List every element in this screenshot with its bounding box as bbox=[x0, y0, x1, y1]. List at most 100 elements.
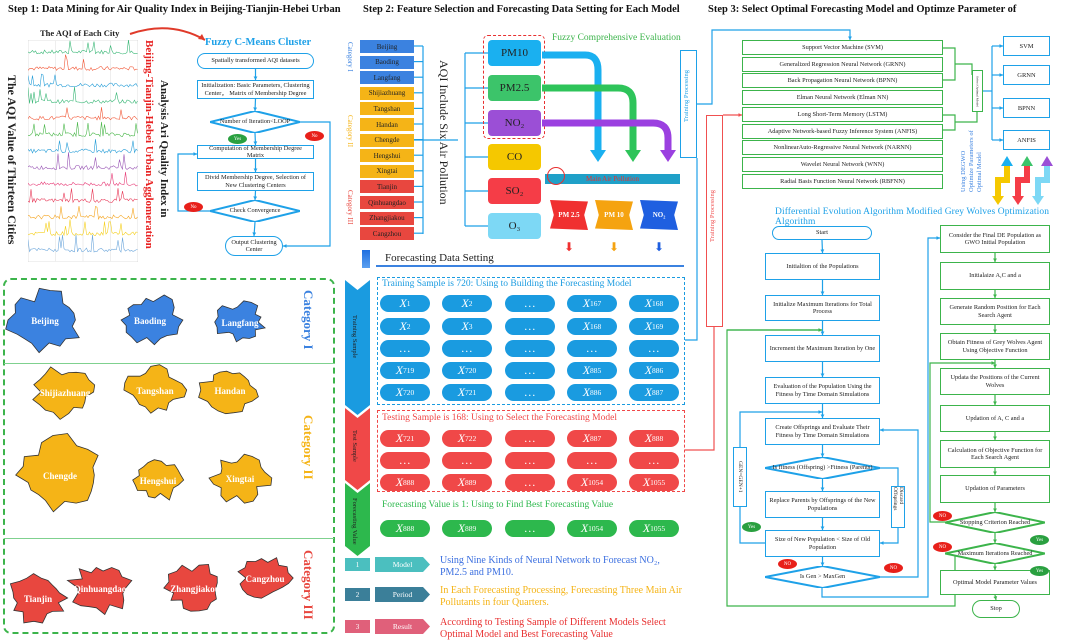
training-sample-cell: … bbox=[505, 362, 555, 379]
gen-increment-label: GEN=GEN+1 bbox=[733, 447, 747, 507]
training-sample-cell: … bbox=[629, 340, 679, 357]
variable: X bbox=[642, 521, 651, 535]
model-item: Elman Neural Network (Elman NN) bbox=[742, 90, 943, 106]
note-tab-model: Model bbox=[375, 557, 430, 572]
variable: X bbox=[582, 431, 591, 445]
region-label: Beijing-Tianjin-Hebei Urban Agglomeratio… bbox=[143, 40, 155, 249]
note-tab-result: Result bbox=[375, 619, 430, 634]
fcm-node-6: Check Convergence bbox=[210, 200, 300, 222]
fcm-node-3: Number of Iteration<LOOP bbox=[210, 111, 300, 133]
training-sample-cell: … bbox=[505, 318, 555, 335]
city-xingtai: Xingtai bbox=[360, 164, 414, 178]
variable: X bbox=[580, 475, 589, 489]
arrowhead bbox=[820, 487, 825, 491]
testing-title: Testing Sample is 168: Using to Select t… bbox=[382, 413, 617, 423]
map-label-chengde: Chengde bbox=[43, 471, 77, 481]
testing-sample-cell: … bbox=[505, 430, 555, 447]
aqi-series-9 bbox=[28, 171, 138, 187]
node-text: Optimal Model Parameter Values bbox=[953, 578, 1037, 586]
training-title: Training Sample is 720: Using to Buildin… bbox=[382, 279, 632, 289]
ellipsis: … bbox=[399, 341, 411, 355]
connector bbox=[685, 327, 715, 451]
node-text: Increment the Maximum Iteration by One bbox=[769, 344, 876, 352]
variable: X bbox=[399, 319, 407, 333]
pollutant-flag-3: NO₂ bbox=[640, 200, 678, 230]
variable: X bbox=[642, 475, 651, 489]
ellipsis: … bbox=[524, 475, 536, 489]
arrowhead bbox=[993, 364, 997, 368]
aqi-series-10 bbox=[28, 188, 138, 204]
aqi-series-8 bbox=[28, 152, 138, 171]
arrowhead bbox=[991, 361, 995, 365]
variable: X bbox=[395, 521, 404, 535]
arrowhead bbox=[993, 329, 997, 333]
forecasting-value-label: Forecasting Value bbox=[351, 498, 358, 545]
node-text: Start bbox=[816, 229, 828, 237]
de-node-3: Initialize Maximum Iterations for Total … bbox=[765, 295, 880, 321]
fcm-node-2: Initialization: Basic Parameters, Cluste… bbox=[197, 80, 314, 99]
node-text: Initialtion of the Populations bbox=[786, 262, 859, 270]
variable: X bbox=[457, 363, 466, 377]
connector bbox=[929, 362, 995, 523]
index: 722 bbox=[465, 434, 477, 443]
city-shijiazhuang: Shijiazhuang bbox=[360, 86, 414, 100]
model-item: Wavelet Neural Network (WNN) bbox=[742, 156, 943, 172]
step2-banner: Step 2: Feature Selection and Forecastin… bbox=[363, 4, 680, 15]
testing-sample-cell: … bbox=[380, 452, 430, 469]
selected-model-box: ANFIS bbox=[1003, 130, 1050, 150]
node-text: Replace Parents by Offsprings of the New… bbox=[769, 497, 876, 512]
node-text: Evaluation of the Population Using the F… bbox=[773, 383, 872, 398]
index: 888 bbox=[403, 524, 415, 533]
index: 169 bbox=[652, 322, 664, 331]
city-baoding: Baoding bbox=[360, 55, 414, 69]
node-text: Calculation of Objective Function for Ea… bbox=[947, 446, 1043, 461]
node-text: Spatially transformed AQI datasets bbox=[211, 57, 300, 65]
gwo-node-1: Consider the Final DE Population as GWO … bbox=[940, 225, 1050, 253]
no-badge: No bbox=[184, 202, 203, 212]
arrowhead bbox=[820, 453, 825, 457]
ellipsis: … bbox=[524, 453, 536, 467]
pollutant-4: CO bbox=[488, 144, 541, 170]
map-handan bbox=[198, 370, 259, 415]
arrowhead bbox=[738, 113, 742, 117]
variable: X bbox=[395, 475, 404, 489]
node-text: Is Gen > MaxGen bbox=[799, 573, 846, 581]
arrowhead bbox=[820, 562, 825, 566]
map-label-tianjin: Tianjin bbox=[24, 594, 52, 604]
aqi-series-12 bbox=[28, 219, 138, 237]
map-label-handan: Handan bbox=[214, 386, 245, 396]
training-processing-label: Training Processing bbox=[683, 70, 690, 122]
section-bar-icon bbox=[362, 250, 370, 268]
node-text: Updation of A, C and a bbox=[965, 414, 1025, 422]
ellipsis: … bbox=[524, 385, 536, 399]
de-node-10: Is Gen > MaxGen bbox=[765, 566, 880, 588]
index: 168 bbox=[652, 299, 664, 308]
down-arrow-icon: ⬇ bbox=[609, 240, 620, 254]
connector bbox=[943, 47, 956, 81]
arrowhead bbox=[880, 541, 884, 545]
forecast-sample-cell: … bbox=[505, 520, 555, 537]
testing-sample-cell: … bbox=[505, 452, 555, 469]
pollutant-5: SO₂ bbox=[488, 178, 541, 204]
arrowhead bbox=[936, 236, 940, 240]
category-map-panel bbox=[3, 278, 335, 634]
variable: X bbox=[644, 363, 653, 377]
map-label-shijiazhuang: Shijiazhuang bbox=[40, 388, 91, 398]
diamond-shape bbox=[945, 512, 1045, 533]
aqi-sparklines bbox=[28, 40, 138, 262]
analysis-label: Analysis Ari Quality Index in bbox=[158, 80, 170, 218]
no-badge: NO bbox=[778, 559, 797, 569]
node-text: Initialize Maximum Iterations for Total … bbox=[773, 300, 872, 315]
map-chengde bbox=[15, 433, 99, 513]
index: 888 bbox=[403, 478, 415, 487]
arrowhead bbox=[993, 436, 997, 440]
